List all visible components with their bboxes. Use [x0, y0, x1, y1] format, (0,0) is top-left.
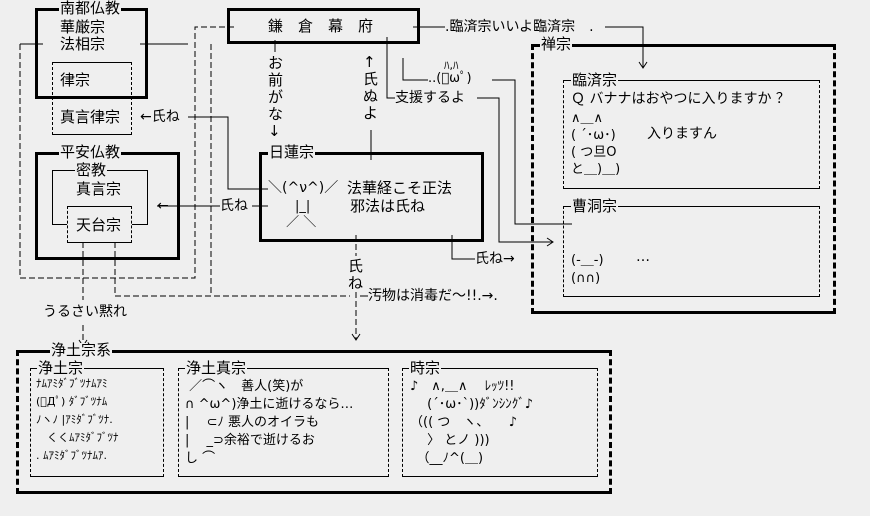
soto-ellipsis: … [636, 249, 650, 265]
label-urusai: うるさい黙れ [43, 304, 127, 320]
label-omae-ga-na: お前がな↓ [268, 54, 284, 140]
label-haha: ﾊ,ﾊ [444, 59, 459, 72]
nichiren-body: |_| ／ ＼ [286, 199, 317, 230]
nichiren-box [259, 152, 484, 242]
ji-title: 時宗 [409, 359, 442, 377]
arrow-left-heian: ← [157, 198, 169, 214]
shingon-ritsu-label: 真言律宗 [60, 108, 121, 126]
shin-line-5: し ⌒ [185, 451, 216, 466]
ji-line-1: ♪ ∧,＿∧ ﾚｯﾂ!! [410, 379, 515, 394]
label-shine-left: ←氏ね [140, 109, 180, 125]
shin-line-1: ／⌒ヽ 善人(笑)が [185, 379, 304, 394]
rinzai-box [563, 80, 820, 189]
shin-line-2: ∩ ^ω^)浄土に逝けるなら… [185, 397, 354, 412]
rinzai-aa-3: ( つ旦O [571, 145, 617, 160]
ji-line-3: （(( つ ヽ、 ♪ [410, 415, 518, 430]
rinzai-aa-4: と＿)＿) [571, 162, 621, 177]
soto-title: 曹洞宗 [571, 197, 619, 215]
jodo-line-3: ﾉヽﾉ |ｱﾐﾀﾞﾌﾞﾂﾅ. [36, 413, 113, 426]
kamakura-box [227, 8, 420, 44]
label-shine-mid: 氏ね [220, 198, 248, 214]
zen-box [531, 44, 836, 314]
rinzai-question: Ｑ バナナはおやつに入りますか ？ [571, 91, 790, 107]
ji-line-4: 〉 とノ ))) [410, 433, 490, 448]
nichiren-line1: 法華経こそ正法 [347, 179, 453, 197]
nichiren-line2: 邪法は氏ね [350, 197, 426, 215]
ritsu-box [52, 62, 132, 135]
rinzai-aa-1: ∧＿∧ [571, 111, 604, 126]
kamakura-title: 鎌 倉 幕 府 [268, 17, 374, 35]
hosso-label: 法相宗 [60, 35, 106, 53]
shingon-label: 真言宗 [76, 180, 122, 198]
shin-line-3: | ⊂ﾉ 悪人のオイラも [185, 415, 320, 430]
label-rinzai-ii: .臨済宗いいよ臨済宗 . [445, 19, 594, 35]
mikkyo-title: 密教 [75, 161, 108, 179]
soto-aa-2: (∩∩) [571, 271, 601, 286]
label-shine-down: 氏ね [348, 257, 364, 292]
soto-aa-1: (-＿-) [571, 253, 604, 268]
jodo-line-1: ﾅﾑｱﾐﾀﾞﾌﾞﾂﾅﾑｱﾐ [36, 377, 108, 390]
ji-line-2: (´･ω･`))ﾀﾞﾝｼﾝｸﾞ♪ [410, 397, 534, 412]
label-omega: ..(ﾟωﾟ) [428, 71, 472, 86]
label-shien: 支援するよ [395, 90, 465, 106]
nanto-title: 南都仏教 [59, 0, 122, 17]
ji-line-5: （__ﾉ^(＿) [410, 451, 484, 466]
jodo-group-title: 浄土宗系 [50, 341, 113, 359]
tendai-box [67, 206, 132, 243]
heian-title: 平安仏教 [59, 143, 122, 161]
jodo-group-box [16, 350, 612, 494]
label-oubutsu: 汚物は消毒だ～!!.→. [368, 288, 498, 304]
jodo-box [30, 368, 164, 477]
ritsu-label: 律宗 [60, 71, 91, 89]
tendai-label: 天台宗 [76, 216, 122, 234]
jodo-line-5: . ﾑｱﾐﾀﾞﾌﾞﾂﾅﾑｱ. [36, 449, 107, 462]
jodo-title: 浄土宗 [37, 359, 85, 377]
ji-box [402, 368, 598, 477]
rinzai-aa-2: ( ´･ω･) [571, 128, 616, 143]
label-shine-right: 氏ね→ [475, 251, 515, 267]
zen-title: 禅宗 [540, 35, 573, 53]
jodo-shin-box [178, 368, 389, 477]
soto-box [563, 206, 820, 297]
rinzai-answer: 入りますん [647, 126, 717, 142]
kegon-label: 華厳宗 [60, 18, 106, 36]
nichiren-title: 日蓮宗 [268, 143, 316, 161]
jodo-line-4: くくﾑｱﾐﾀﾞﾌﾞﾂﾅ [36, 431, 119, 444]
jodo-line-2: (ﾟДﾟ) ﾀﾞﾌﾞﾂﾅﾑ [36, 395, 108, 408]
jodo-shin-title: 浄土真宗 [185, 359, 248, 377]
rinzai-title: 臨済宗 [571, 71, 619, 89]
nichiren-face: ＼(^ν^)／ [268, 180, 339, 196]
shin-line-4: | _⊃余裕で逝けるお [185, 433, 315, 448]
label-shine-yo: ↑氏ぬよ [363, 53, 379, 122]
